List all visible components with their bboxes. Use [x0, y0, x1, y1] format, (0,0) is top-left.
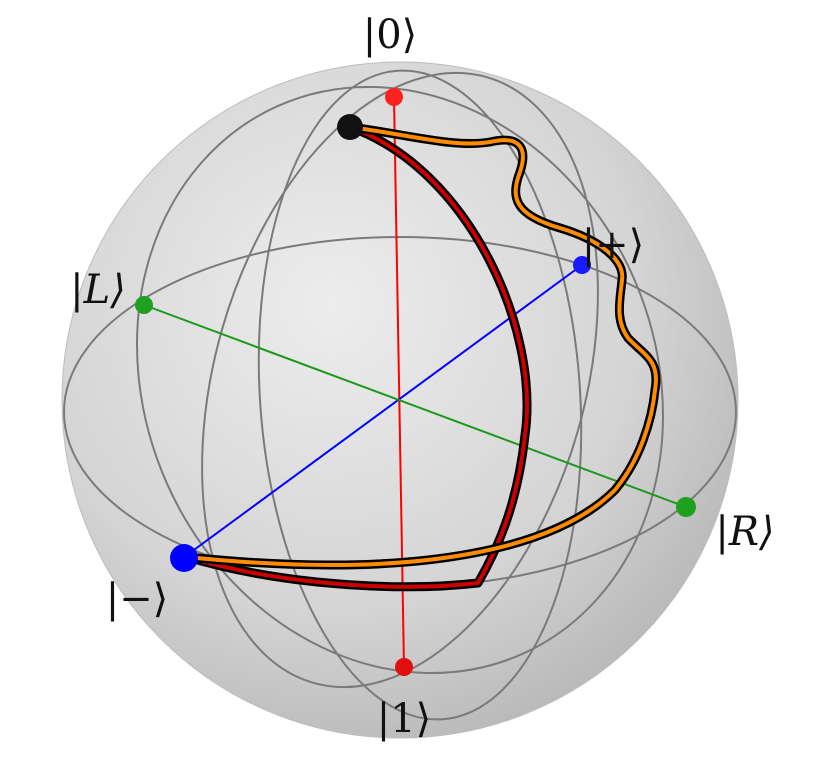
label-minus: |−⟩ [106, 576, 169, 622]
point-left [135, 296, 153, 314]
point-right [676, 497, 696, 517]
label-right: |R⟩ [715, 509, 774, 555]
meridian-ring-3 [257, 69, 583, 721]
label-left: |L⟩ [70, 267, 126, 313]
start-state-point [337, 114, 363, 140]
point-one [395, 658, 413, 676]
point-minus [170, 544, 198, 572]
label-plus: |+⟩ [582, 222, 645, 268]
meridian-ring-1 [136, 85, 664, 675]
trajectory-orange [182, 122, 661, 570]
label-zero: |0⟩ [363, 12, 418, 58]
label-one: |1⟩ [377, 696, 432, 742]
z-axis [393, 96, 405, 668]
trajectory-red [182, 122, 532, 592]
y-axis [143, 304, 687, 508]
point-zero [385, 88, 403, 106]
meridian-ring-2 [201, 71, 599, 689]
point-plus [573, 256, 591, 274]
